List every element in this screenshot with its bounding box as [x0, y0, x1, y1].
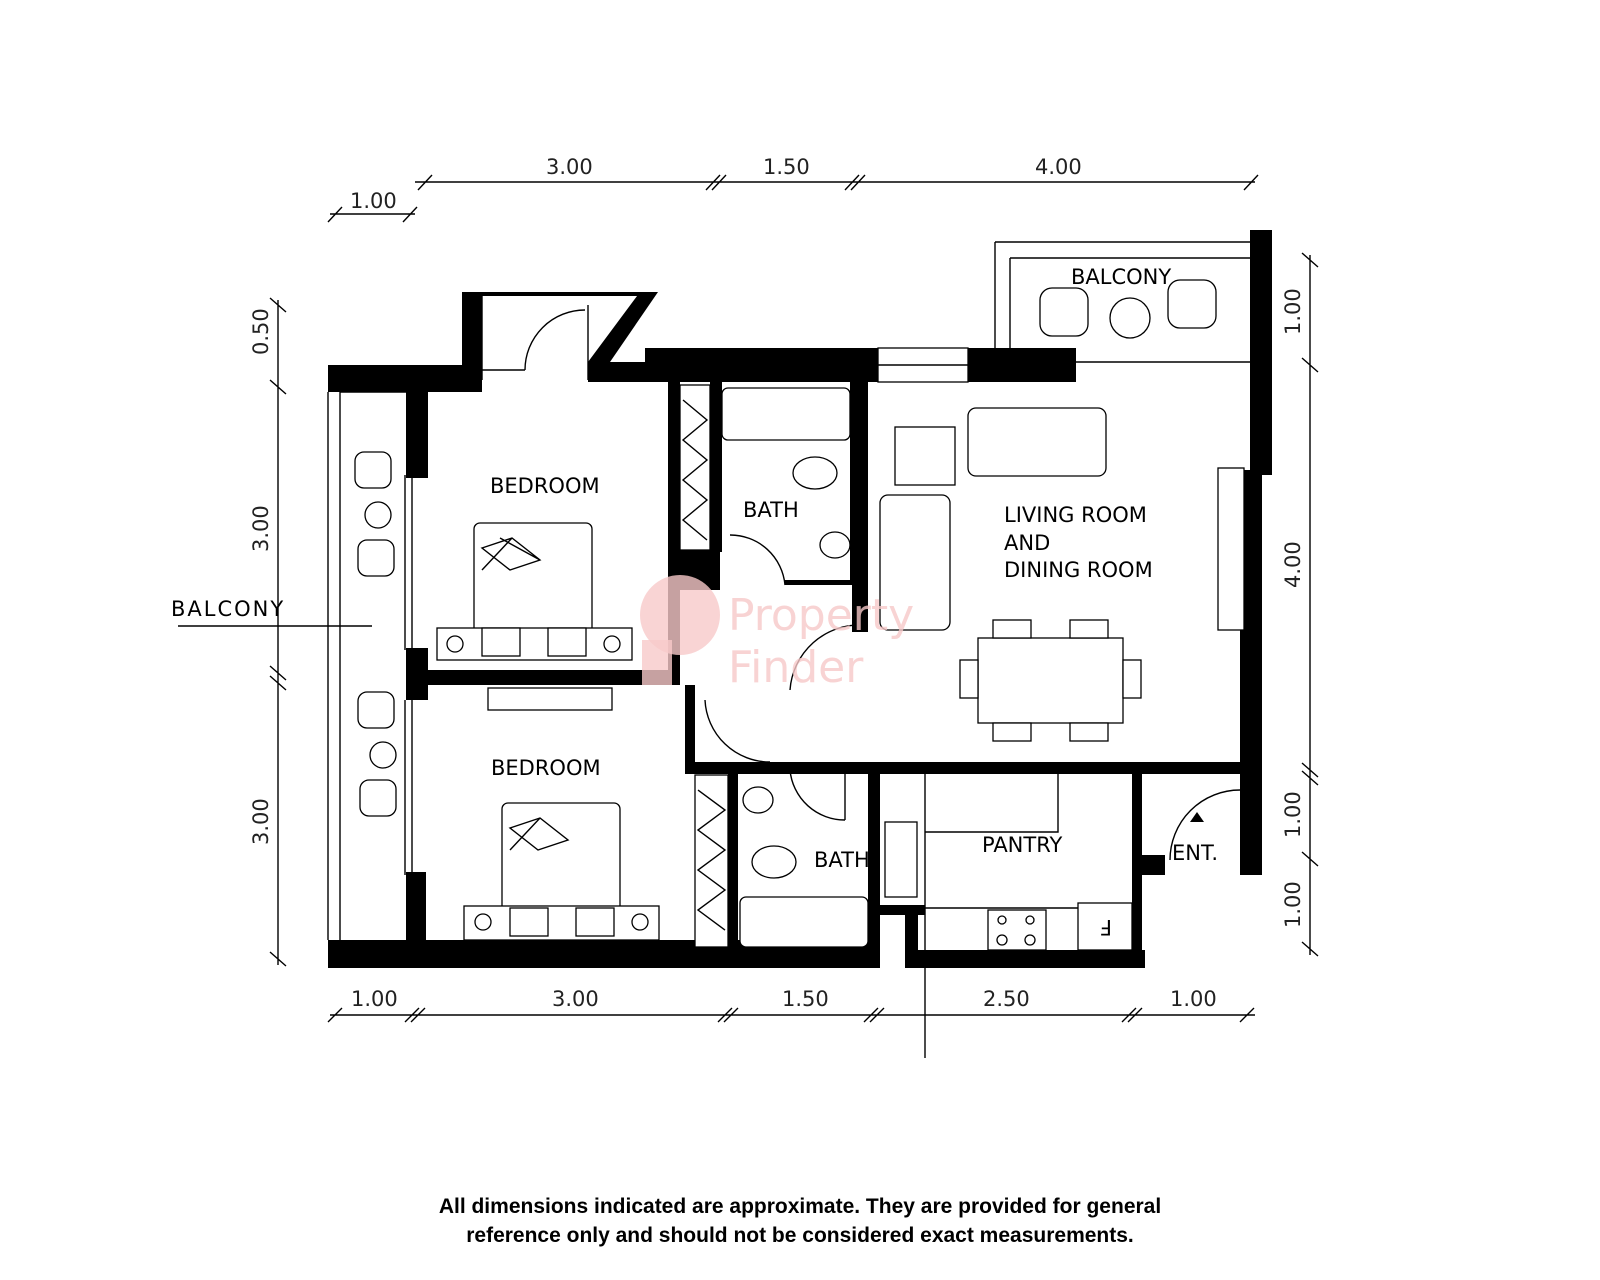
chair-icon	[354, 451, 392, 489]
outlines	[327, 241, 1250, 940]
kitchen-sink-icon	[884, 821, 918, 898]
room-label-living: LIVING ROOM	[1004, 503, 1147, 527]
chair-icon	[1039, 287, 1089, 337]
chair-icon	[357, 691, 395, 729]
chair-icon	[1167, 279, 1217, 329]
table-icon	[1109, 297, 1151, 339]
watermark: Property Finder	[640, 575, 914, 693]
room-label-bath: BATH	[743, 498, 799, 522]
watermark-line2: Finder	[728, 642, 864, 693]
bathtub-icon	[739, 896, 869, 948]
chair-icon	[359, 779, 397, 817]
dim-left: 0.50	[249, 308, 273, 355]
dim-bottom: 3.00	[552, 987, 599, 1011]
bathtub-icon	[721, 387, 851, 441]
sink-icon	[742, 786, 774, 814]
sofa-icon	[967, 407, 1107, 477]
room-label-dining: DINING ROOM	[1004, 558, 1153, 582]
entrance-label: ENT.	[1172, 841, 1218, 865]
furniture	[354, 279, 1245, 1058]
room-label-bedroom: BEDROOM	[491, 756, 601, 780]
dining-table-icon	[977, 637, 1124, 724]
dim-left: 3.00	[249, 505, 273, 552]
watermark-line1: Property	[728, 590, 914, 641]
dim-right: 1.00	[1281, 288, 1305, 335]
room-label-bath: BATH	[814, 848, 870, 872]
stove-icon	[987, 909, 1047, 951]
dim-top: 1.50	[763, 155, 810, 179]
disclaimer-line2: reference only and should not be conside…	[466, 1224, 1134, 1247]
dimension-lines	[269, 174, 1319, 1023]
room-label-balcony: BALCONY	[171, 597, 285, 621]
sink-icon	[819, 531, 851, 559]
dim-top: 1.00	[350, 189, 397, 213]
disclaimer-line1: All dimensions indicated are approximate…	[438, 1195, 1162, 1218]
dim-top: 4.00	[1035, 155, 1082, 179]
wardrobe-icon	[694, 774, 729, 948]
disclaimer: All dimensions indicated are approximate…	[0, 1192, 1600, 1250]
room-label-living-and: AND	[1004, 531, 1050, 555]
toilet-icon	[751, 845, 797, 879]
room-label-balcony: BALCONY	[1071, 265, 1171, 289]
toilet-icon	[792, 456, 838, 490]
tv-unit-icon	[487, 687, 613, 711]
armchair-icon	[894, 426, 956, 486]
sofa-icon	[879, 494, 951, 631]
dim-bottom: 1.00	[351, 987, 398, 1011]
fridge-label: F	[1100, 915, 1112, 939]
dim-top: 3.00	[546, 155, 593, 179]
room-label-pantry: PANTRY	[982, 833, 1062, 857]
dim-bottom: 2.50	[983, 987, 1030, 1011]
dim-bottom: 1.50	[782, 987, 829, 1011]
dim-bottom: 1.00	[1170, 987, 1217, 1011]
tv-icon	[1217, 467, 1245, 631]
chair-icon	[357, 539, 395, 577]
dim-right: 4.00	[1281, 541, 1305, 588]
dim-right: 1.00	[1281, 881, 1305, 928]
dim-left: 3.00	[249, 798, 273, 845]
room-label-bedroom: BEDROOM	[490, 474, 600, 498]
fridge-icon	[1077, 902, 1133, 951]
dim-right: 1.00	[1281, 791, 1305, 838]
